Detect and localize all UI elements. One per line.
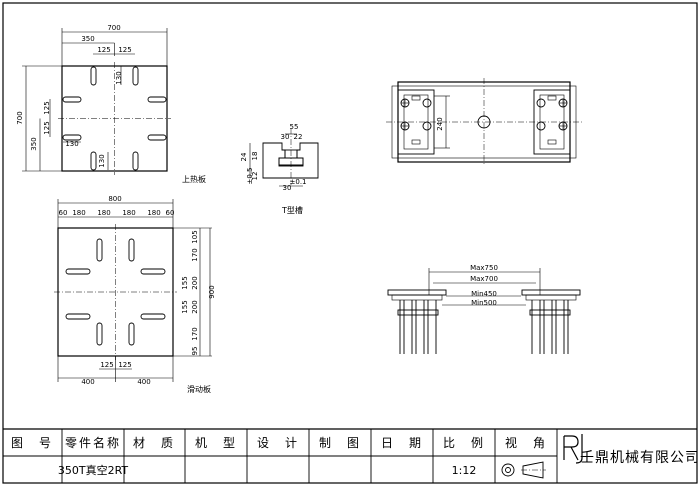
sp-dim-800: 800: [108, 195, 121, 203]
tp-dim-v125a: 125: [43, 101, 51, 114]
sp-vr-7: 95: [191, 347, 199, 356]
sp-dim-400r: 400: [137, 378, 150, 386]
sp-dim-125b: 125: [118, 361, 131, 369]
tp-dim-130a: 130: [115, 71, 123, 84]
tslot-dim-30b: 30: [283, 184, 292, 192]
tb-header-7: 比 例: [443, 436, 485, 450]
sp-seg-3: 180: [122, 209, 135, 217]
tp-dim-125b: 125: [118, 46, 131, 54]
tslot-dim-pm01: ±0.1: [290, 178, 307, 186]
mold-min450: Min450: [471, 290, 497, 298]
tp-slot: [62, 96, 82, 103]
tp-dim-350w: 350: [81, 35, 94, 43]
slide-plate-view: 800 60 180 180 180 180 60 105 170 155 20…: [54, 195, 216, 394]
sp-seg-0: 60: [59, 209, 68, 217]
plan-dim-240: 240: [436, 117, 444, 130]
sp-dim-400l: 400: [81, 378, 94, 386]
sp-dim-900: 900: [208, 285, 216, 298]
sp-seg-1: 180: [72, 209, 85, 217]
tb-header-5: 制 图: [319, 436, 361, 450]
tb-scale: 1:12: [452, 464, 477, 477]
tp-slot: [90, 151, 97, 171]
tp-slot: [147, 134, 167, 141]
sp-dim-125a: 125: [100, 361, 113, 369]
tslot-dim-24: 24: [240, 152, 248, 161]
sp-vr-6: 170: [191, 327, 199, 340]
tb-header-8: 视 角: [505, 435, 547, 450]
title-block: 图 号 零件名称 材 质 机 型 设 计 制 图 日 期 比 例 视 角 350…: [3, 428, 700, 483]
top-plate-view: 700 350 125 125 130 700 350 125 125 130 …: [16, 24, 206, 184]
tslot-dim-18: 18: [251, 152, 259, 161]
tp-slot: [132, 66, 139, 86]
tslot-dim-30: 30: [281, 133, 290, 141]
tp-dim-130v: 130: [98, 154, 106, 167]
sp-slot: [128, 238, 135, 262]
mold-min500: Min500: [471, 299, 497, 307]
tp-slot: [147, 96, 167, 103]
tp-slot: [62, 134, 82, 141]
top-plate-label: 上热板: [182, 174, 206, 184]
sp-vr-2: 155: [181, 276, 189, 289]
tslot-body: [262, 142, 319, 179]
sp-slot: [128, 322, 135, 346]
company-name: 壬鼎机械有限公司: [580, 450, 700, 466]
tp-dim-700w: 700: [107, 24, 120, 32]
tb-header-0: 图 号: [11, 436, 53, 450]
sp-slot: [96, 322, 103, 346]
tslot-dim-pm05: ±0.5: [246, 168, 254, 185]
company-logo: [563, 434, 583, 464]
tp-dim-125a: 125: [97, 46, 110, 54]
tslot-dim-22: 22: [294, 133, 303, 141]
tslot-label: T型槽: [281, 205, 303, 215]
tslot-dim-55: 55: [290, 123, 299, 131]
tp-slot: [90, 66, 97, 86]
tp-dim-130b: 130: [65, 140, 78, 148]
sp-slot: [65, 268, 91, 275]
sp-seg-2: 180: [97, 209, 110, 217]
sp-vr-5: 200: [191, 300, 199, 313]
sp-vr-0: 105: [191, 230, 199, 243]
sp-slot: [140, 268, 166, 275]
mold-side-view: Max750 Max700 Min450 Min500: [387, 264, 581, 354]
tb-header-3: 机 型: [195, 436, 237, 450]
tp-dim-350h: 350: [30, 137, 38, 150]
sheet-border: [2, 2, 698, 484]
tb-header-4: 设 计: [257, 436, 299, 450]
tp-dim-700h: 700: [16, 111, 24, 124]
tb-part-name: 350T真空2RT: [58, 463, 129, 477]
slide-plate-label: 滑动板: [187, 384, 211, 394]
sp-slot: [96, 238, 103, 262]
plan-view: 240: [386, 78, 582, 166]
projection-symbol-icon: [501, 461, 546, 479]
tp-slot: [132, 151, 139, 171]
sp-vr-3: 200: [191, 276, 199, 289]
mold-max700: Max700: [470, 275, 498, 283]
sp-seg-4: 180: [147, 209, 160, 217]
tb-header-2: 材 质: [133, 436, 175, 450]
tp-dim-v125b: 125: [43, 121, 51, 134]
sp-vr-1: 170: [191, 248, 199, 261]
tb-header-1: 零件名称: [65, 435, 121, 450]
sp-vr-4: 155: [181, 300, 189, 313]
mold-max750: Max750: [470, 264, 498, 272]
tb-header-6: 日 期: [381, 436, 423, 450]
tslot-section-view: 55 30 22 24 18 12 ±0.5 30 ±0.1 T型槽: [240, 123, 319, 215]
sp-slot: [140, 313, 166, 320]
tslot-dim-12: 12: [251, 172, 259, 181]
sp-slot: [65, 313, 91, 320]
sp-seg-5: 60: [166, 209, 175, 217]
